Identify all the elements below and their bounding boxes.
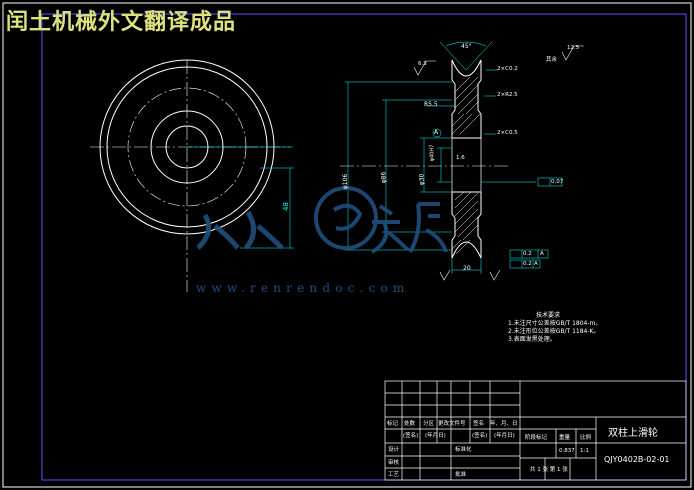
part-name: 双柱上滑轮 — [608, 428, 658, 439]
tol-0-2-b-datum: A — [534, 261, 538, 267]
header-title: 闰土机械外文翻译成品 — [6, 10, 237, 35]
section-view — [340, 59, 510, 259]
tb-sig-2: (签名) — [472, 433, 488, 439]
lower-rim — [451, 192, 482, 258]
tb-scale-val: 1:1 — [580, 448, 589, 454]
dim-chamfer-top: 2×C0.2 — [497, 66, 518, 72]
tb-weight: 重量 — [559, 435, 571, 441]
tb-stage: 阶段标记 — [525, 435, 548, 441]
dim-dia-86: φ86 — [380, 171, 388, 184]
tb-standard: 标准化 — [455, 447, 472, 453]
dim-radius-inner: R5.5 — [424, 101, 438, 108]
tb-approve: 批准 — [455, 472, 467, 478]
tb-weight-val: 0.837 — [559, 448, 575, 454]
inner-frame — [41, 13, 687, 481]
dim-1-6: 1.6 — [456, 155, 465, 161]
dim-dia-106: φ106 — [342, 173, 350, 190]
dim-width-20: 20 — [463, 265, 471, 272]
title-block-lines — [384, 380, 687, 481]
tb-sig-1: (签名) — [403, 433, 419, 439]
watermark-logo — [196, 186, 448, 254]
groove-bottom — [451, 241, 482, 259]
tb-date: 年、月、日 — [490, 421, 518, 427]
section-hatching — [451, 76, 481, 255]
rough-right: 12.5 — [567, 45, 580, 51]
dim-radius: 2×R2.5 — [497, 92, 518, 98]
dim-48: 48 — [282, 202, 290, 211]
tol-0-2-a: 0.2 — [523, 251, 532, 257]
front-view — [90, 59, 294, 292]
rough-left: 6.3 — [418, 61, 427, 67]
datum-a: A — [434, 129, 439, 136]
tol-0-2-a-datum: A — [540, 251, 544, 257]
upper-rim — [451, 60, 482, 138]
dim-dia-30: φ30 — [418, 173, 426, 186]
tb-sheets: 共 1 张 第 1 张 — [530, 467, 568, 473]
dim-angle: 45° — [461, 43, 472, 50]
tb-change-doc: 更改文件号 — [438, 421, 466, 427]
dim-dia-40: φ40H7 — [429, 144, 436, 162]
section-dimensions — [345, 41, 563, 274]
tb-scale: 比例 — [580, 435, 592, 441]
dim-chamfer-mid: 2×C0.5 — [497, 130, 518, 136]
groove-top — [451, 59, 482, 77]
notes-line-2: 2.未注形位公差按GB/T 1184-K。 — [508, 328, 600, 335]
tb-process: 工艺 — [388, 472, 400, 478]
notes-line-3: 3.表面发黑处理。 — [508, 336, 556, 343]
tb-count: 处数 — [404, 421, 416, 427]
roughness-symbols — [413, 45, 584, 281]
rough-rest: 其余 — [546, 57, 558, 63]
watermark-url: www.renrendoc.com — [196, 281, 410, 295]
tol-0-2-b: 0.2 — [523, 261, 532, 267]
tb-design: 设计 — [388, 447, 400, 453]
tol-0-07: 0.07 — [551, 179, 564, 185]
technical-notes: 技术要求 1.未注尺寸公差按GB/T 1804-m。 2.未注形位公差按GB/T… — [508, 312, 601, 344]
tb-review: 审核 — [388, 460, 400, 466]
tb-mark: 标记 — [387, 421, 399, 427]
tb-sign: 签名 — [473, 421, 485, 427]
notes-title: 技术要求 — [536, 312, 561, 319]
notes-line-1: 1.未注尺寸公差按GB/T 1804-m。 — [508, 320, 602, 327]
tb-zone: 分区 — [423, 421, 435, 427]
tb-ymd-1: (年月日) — [425, 433, 446, 439]
tb-ymd-2: (年月日) — [494, 433, 515, 439]
drawing-number: QJY0402B-02-01 — [604, 455, 670, 464]
